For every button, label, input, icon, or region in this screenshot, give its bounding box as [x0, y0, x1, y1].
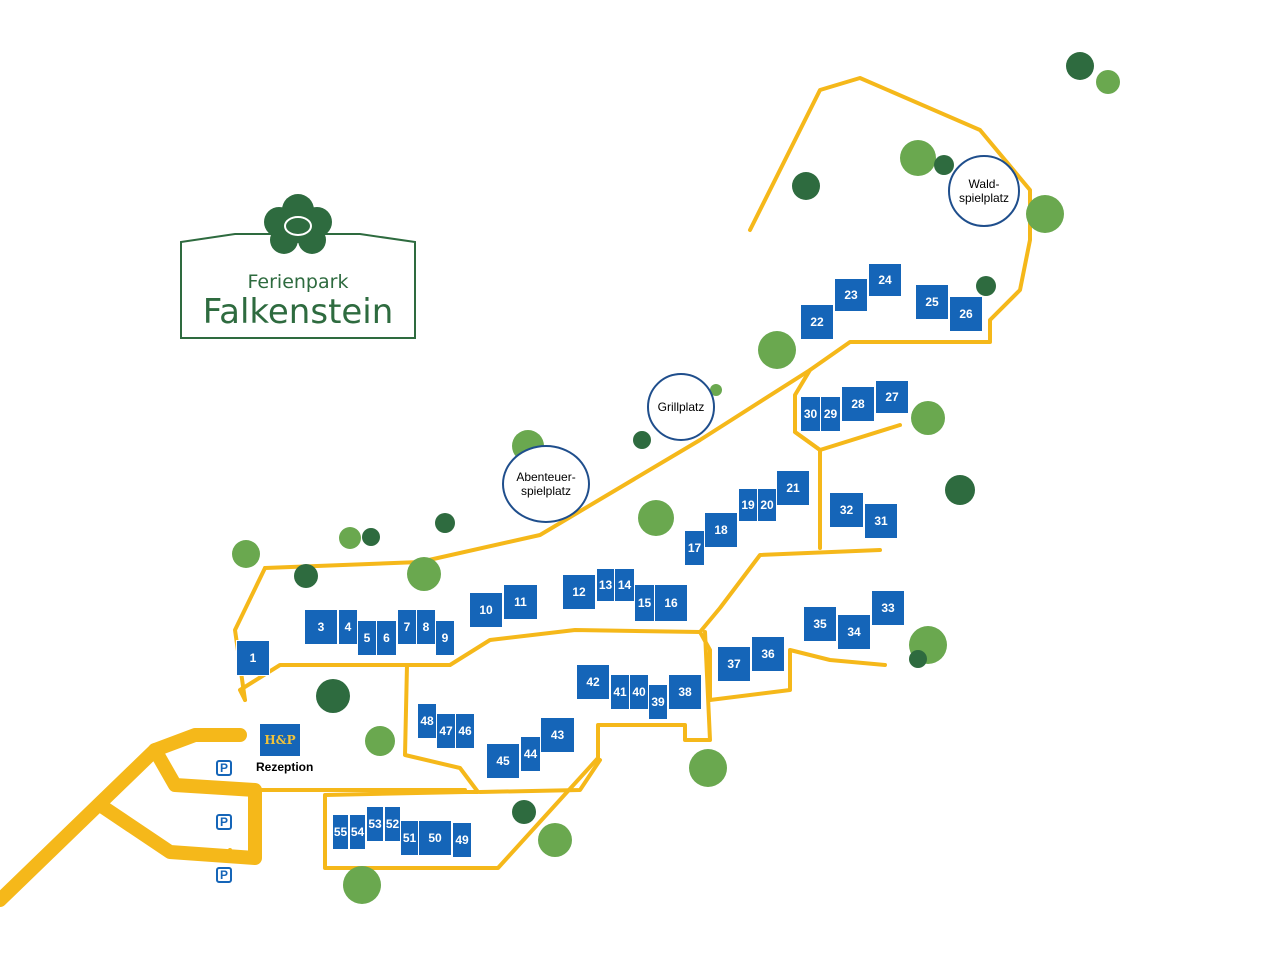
tree-icon — [343, 866, 381, 904]
unit-11[interactable]: 11 — [503, 584, 538, 620]
reception-logo-icon: H&P — [260, 724, 300, 756]
unit-32[interactable]: 32 — [829, 492, 864, 528]
unit-3[interactable]: 3 — [304, 609, 338, 645]
tree-icon — [339, 527, 361, 549]
unit-48[interactable]: 48 — [417, 703, 437, 739]
poi-forest-playground[interactable]: Wald- spielplatz — [948, 155, 1020, 227]
tree-icon — [976, 276, 996, 296]
unit-26[interactable]: 26 — [949, 296, 983, 332]
tree-icon — [792, 172, 820, 200]
unit-10[interactable]: 10 — [469, 592, 503, 628]
tree-icon — [758, 331, 796, 369]
tree-icon — [945, 475, 975, 505]
tree-icon — [1066, 52, 1094, 80]
unit-50[interactable]: 50 — [418, 820, 452, 856]
unit-16[interactable]: 16 — [654, 584, 688, 622]
tree-icon — [1026, 195, 1064, 233]
unit-36[interactable]: 36 — [751, 636, 785, 672]
unit-1[interactable]: 1 — [236, 640, 270, 676]
unit-5[interactable]: 5 — [357, 620, 377, 656]
unit-30[interactable]: 30 — [800, 396, 821, 432]
unit-39[interactable]: 39 — [648, 684, 668, 720]
trees — [232, 52, 1120, 904]
unit-7[interactable]: 7 — [397, 609, 417, 645]
unit-46[interactable]: 46 — [455, 713, 475, 749]
tree-icon — [316, 679, 350, 713]
unit-54[interactable]: 54 — [349, 814, 366, 850]
unit-33[interactable]: 33 — [871, 590, 905, 626]
brand-logo-frame — [180, 194, 416, 339]
unit-17[interactable]: 17 — [684, 530, 705, 566]
unit-9[interactable]: 9 — [435, 620, 455, 656]
unit-37[interactable]: 37 — [717, 646, 751, 682]
parking-icon[interactable]: P — [216, 814, 232, 830]
unit-29[interactable]: 29 — [820, 396, 841, 432]
unit-22[interactable]: 22 — [800, 304, 834, 340]
tree-icon — [538, 823, 572, 857]
unit-19[interactable]: 19 — [738, 488, 758, 522]
unit-49[interactable]: 49 — [452, 822, 472, 858]
unit-40[interactable]: 40 — [629, 674, 649, 710]
unit-43[interactable]: 43 — [540, 717, 575, 753]
tree-icon — [710, 384, 722, 396]
main-access-road — [0, 728, 262, 907]
unit-55[interactable]: 55 — [332, 814, 349, 850]
unit-45[interactable]: 45 — [486, 743, 520, 779]
tree-icon — [934, 155, 954, 175]
unit-31[interactable]: 31 — [864, 503, 898, 539]
tree-icon — [362, 528, 380, 546]
tree-icon — [689, 749, 727, 787]
unit-4[interactable]: 4 — [338, 609, 358, 645]
unit-14[interactable]: 14 — [614, 568, 635, 602]
unit-42[interactable]: 42 — [576, 664, 610, 700]
tree-icon — [435, 513, 455, 533]
parking-icon[interactable]: P — [216, 867, 232, 883]
unit-28[interactable]: 28 — [841, 386, 875, 422]
unit-13[interactable]: 13 — [596, 568, 615, 602]
unit-47[interactable]: 47 — [436, 713, 456, 749]
tree-icon — [407, 557, 441, 591]
tree-icon — [512, 800, 536, 824]
unit-27[interactable]: 27 — [875, 380, 909, 414]
unit-53[interactable]: 53 — [366, 806, 384, 842]
tree-icon — [911, 401, 945, 435]
flower-icon — [264, 194, 332, 254]
unit-35[interactable]: 35 — [803, 606, 837, 642]
parking-icon[interactable]: P — [216, 760, 232, 776]
unit-20[interactable]: 20 — [757, 488, 777, 522]
unit-12[interactable]: 12 — [562, 574, 596, 610]
poi-adventure-playground[interactable]: Abenteuer- spielplatz — [502, 445, 590, 523]
reception-label[interactable]: Rezeption — [256, 760, 314, 774]
unit-51[interactable]: 51 — [400, 820, 419, 856]
brand-line1: Ferienpark — [247, 271, 349, 293]
tree-icon — [294, 564, 318, 588]
tree-icon — [633, 431, 651, 449]
unit-34[interactable]: 34 — [837, 614, 871, 650]
roads — [228, 76, 1032, 870]
unit-25[interactable]: 25 — [915, 284, 949, 320]
unit-41[interactable]: 41 — [610, 674, 630, 710]
unit-23[interactable]: 23 — [834, 278, 868, 312]
unit-15[interactable]: 15 — [634, 584, 655, 622]
tree-icon — [909, 650, 927, 668]
unit-8[interactable]: 8 — [416, 609, 436, 645]
unit-21[interactable]: 21 — [776, 470, 810, 506]
unit-6[interactable]: 6 — [376, 620, 397, 656]
tree-icon — [365, 726, 395, 756]
unit-24[interactable]: 24 — [868, 263, 902, 297]
brand-line2: Falkenstein — [202, 292, 394, 332]
unit-38[interactable]: 38 — [668, 674, 702, 710]
unit-18[interactable]: 18 — [704, 512, 738, 548]
tree-icon — [900, 140, 936, 176]
unit-52[interactable]: 52 — [384, 806, 401, 842]
unit-44[interactable]: 44 — [520, 736, 541, 772]
tree-icon — [232, 540, 260, 568]
tree-icon — [1096, 70, 1120, 94]
poi-grill-place[interactable]: Grillplatz — [647, 373, 715, 441]
tree-icon — [638, 500, 674, 536]
brand-logo: Ferienpark Falkenstein — [181, 236, 415, 338]
